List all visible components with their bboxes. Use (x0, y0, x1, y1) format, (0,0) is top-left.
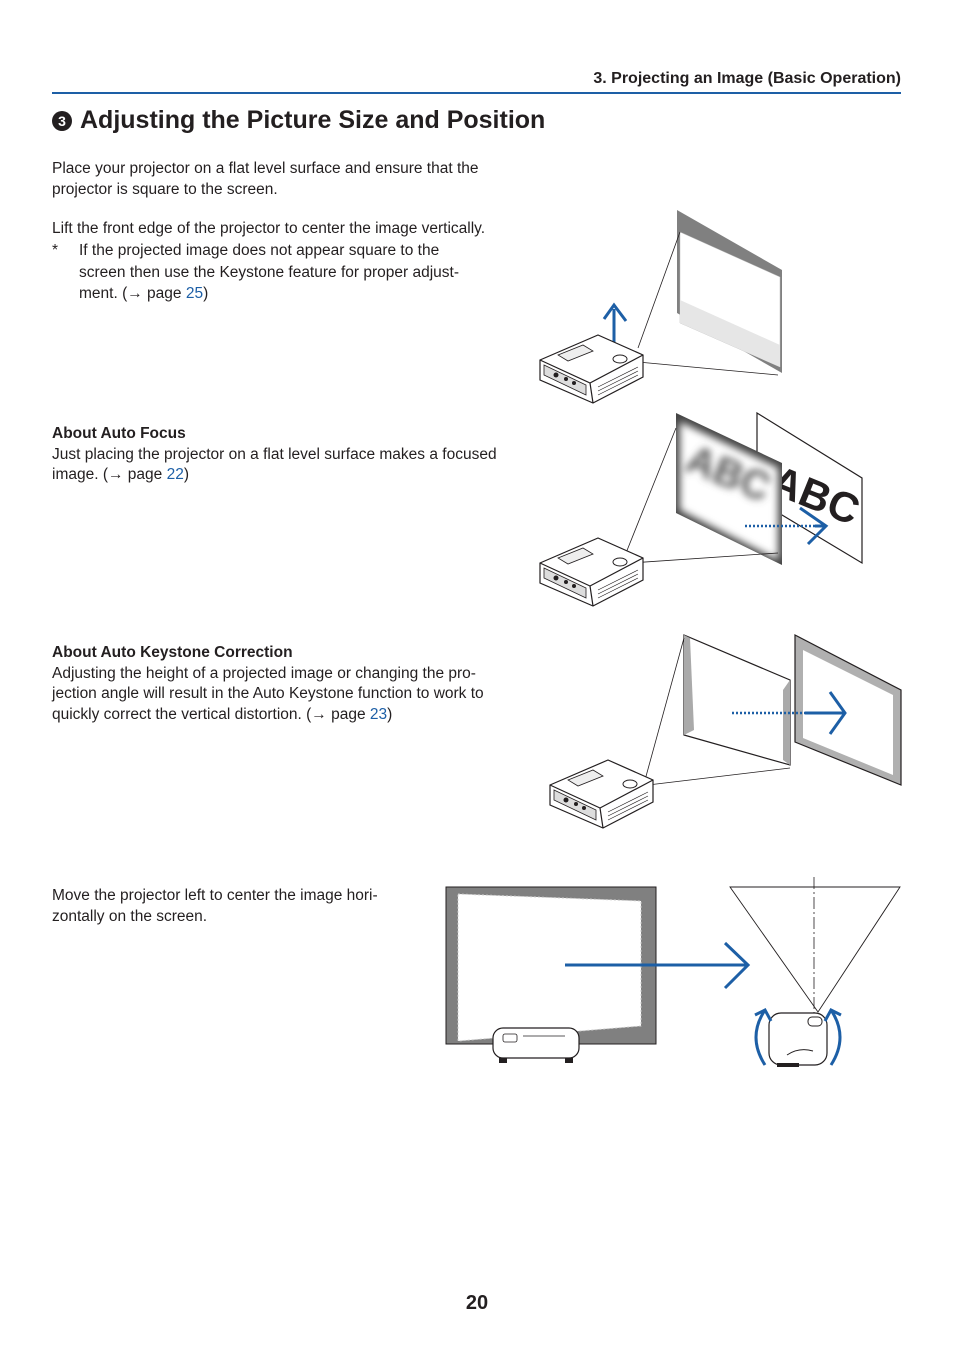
chapter-header: 3. Projecting an Image (Basic Operation) (593, 70, 901, 87)
page-link-23[interactable]: 23 (369, 705, 388, 723)
note-line: screen then use the Keystone feature for… (79, 263, 459, 281)
section-title: 3 Adjusting the Picture Size and Positio… (52, 106, 545, 135)
auto-focus-figure: ABC ABC (539, 411, 866, 607)
projector-top-icon (768, 1012, 828, 1067)
horizontal-arrow-icon (565, 941, 751, 990)
auto-focus-line: Just placing the projector on a flat lev… (52, 445, 497, 463)
auto-keystone-line: jection angle will result in the Auto Ke… (52, 685, 484, 702)
move-left-arrow-figure (565, 941, 751, 990)
projector-icon (539, 334, 644, 404)
note-marker: * (52, 242, 59, 259)
lift-projector-figure (539, 210, 782, 404)
keystone-arrow-icon (805, 691, 847, 735)
note-line: ment. (→ page 25) (79, 285, 209, 302)
auto-focus-heading: About Auto Focus (52, 425, 186, 442)
projected-image (457, 893, 642, 1042)
auto-focus-block: About Auto Focus Just placing the projec… (52, 424, 497, 486)
rotate-right-arrow-icon (823, 1008, 842, 1066)
auto-keystone-figure (549, 634, 902, 829)
projector-front-icon (492, 1027, 580, 1063)
top-view-figure (729, 877, 901, 1067)
page-number: 20 (465, 1292, 489, 1314)
header-rule (52, 92, 901, 94)
section-title-text: Adjusting the Picture Size and Position (80, 106, 546, 134)
projector-icon (549, 759, 654, 829)
step-number-badge: 3 (52, 110, 72, 131)
page-link-25[interactable]: 25 (185, 285, 204, 302)
horizontal-screen-figure (445, 886, 657, 1063)
rotate-left-arrow-icon (754, 1008, 773, 1066)
auto-keystone-heading: About Auto Keystone Correction (52, 644, 293, 661)
horizontal-paragraph: Move the projector left to center the im… (52, 886, 378, 927)
note-line: If the projected image does not appear s… (79, 242, 440, 259)
keystoned-screen (683, 634, 791, 766)
projection-cone (729, 886, 901, 1013)
horizontal-line: Move the projector left to center the im… (52, 887, 378, 904)
intro-line: Place your projector on a flat level sur… (52, 160, 479, 177)
focus-arrow-icon (799, 506, 829, 546)
auto-keystone-line: quickly correct the vertical distortion.… (52, 705, 393, 723)
auto-focus-line: image. (→ page 22) (52, 466, 190, 483)
horizontal-line: zontally on the screen. (52, 907, 208, 925)
page-link-22[interactable]: 22 (166, 466, 184, 483)
auto-keystone-line: Adjusting the height of a projected imag… (52, 664, 476, 682)
intro-line: projector is square to the screen. (52, 180, 278, 198)
intro-paragraph: Place your projector on a flat level sur… (52, 159, 479, 200)
auto-keystone-block: About Auto Keystone Correction Adjusting… (52, 643, 516, 725)
corrected-image (803, 650, 893, 775)
lift-paragraph: Lift the front edge of the projector to … (52, 220, 486, 237)
keystone-note: * If the projected image does not appear… (52, 240, 522, 310)
